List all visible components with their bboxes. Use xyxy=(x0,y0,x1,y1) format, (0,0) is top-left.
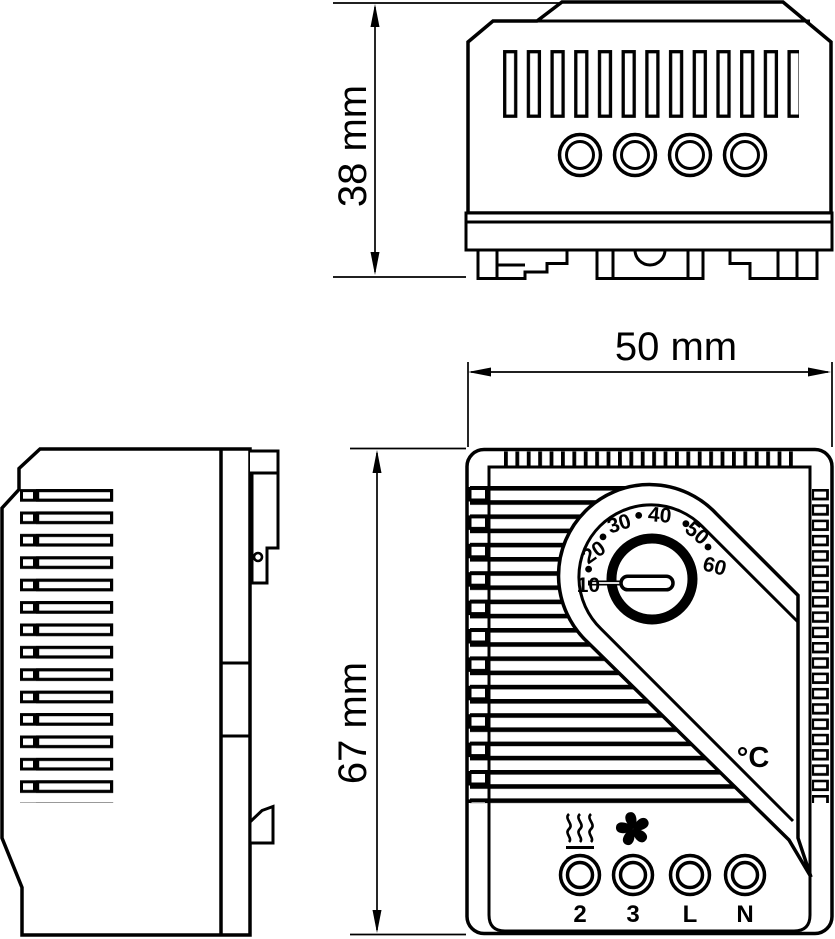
front-view: 10 20 30 40 50 60 °C xyxy=(465,447,834,936)
heater-icon xyxy=(566,813,594,849)
terminal-label-N: N xyxy=(736,901,753,928)
din-clip-bottom-hook xyxy=(248,804,275,845)
dial-needle[interactable] xyxy=(588,574,675,592)
top-view xyxy=(464,0,834,280)
terminal-label-3: 3 xyxy=(626,901,639,928)
top-view-base-band xyxy=(464,211,834,252)
front-right-vent-slots xyxy=(812,489,829,803)
depth-dimension-label: 38 mm xyxy=(331,85,375,207)
dimension-height: 67 mm xyxy=(331,447,466,936)
terminal-N[interactable] xyxy=(723,853,767,897)
scale-label-40: 40 xyxy=(647,503,672,528)
terminal-3[interactable] xyxy=(611,853,655,897)
top-view-mounting-feet xyxy=(476,249,819,280)
top-view-terminal-openings xyxy=(557,132,768,178)
side-view xyxy=(0,447,280,937)
scale-label-10: 10 xyxy=(577,574,600,597)
width-dimension-label: 50 mm xyxy=(615,325,737,369)
temperature-unit-label: °C xyxy=(737,742,770,774)
front-louver-column xyxy=(468,487,489,803)
dimension-depth: 38 mm xyxy=(331,2,560,278)
fan-icon xyxy=(615,812,649,845)
din-clip-spring xyxy=(250,471,280,585)
terminal-label-L: L xyxy=(683,901,698,928)
front-top-vent-comb xyxy=(504,451,800,467)
din-rail-plate xyxy=(221,661,250,738)
front-inner-panel xyxy=(487,465,812,933)
terminal-label-2: 2 xyxy=(573,901,586,928)
terminal-2[interactable] xyxy=(558,853,602,897)
din-clip-top-tab xyxy=(250,449,280,475)
top-view-vent-slots xyxy=(503,50,799,118)
dial-banner-inner xyxy=(577,503,800,823)
dial-scale-dots xyxy=(585,512,712,573)
dimension-width: 50 mm xyxy=(467,325,833,447)
terminals: 2 3 L N xyxy=(558,853,767,928)
terminal-L[interactable] xyxy=(668,853,712,897)
dial-clearance-area xyxy=(652,467,810,877)
din-clip-pin xyxy=(252,551,264,563)
height-dimension-label: 67 mm xyxy=(331,662,375,784)
side-view-louvers xyxy=(36,489,114,803)
side-view-louver-column xyxy=(20,489,36,803)
